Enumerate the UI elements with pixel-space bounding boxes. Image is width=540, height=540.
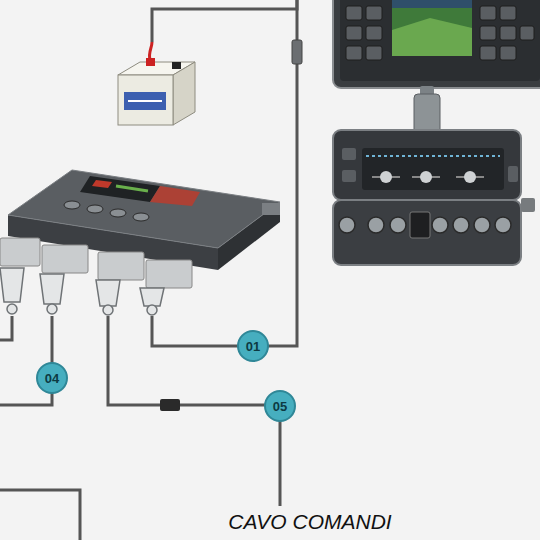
plug-ring bbox=[7, 304, 17, 314]
wire bbox=[0, 490, 80, 540]
screen-bar bbox=[392, 0, 472, 8]
negative-terminal bbox=[172, 62, 181, 69]
round-connector bbox=[495, 217, 511, 233]
round-connector bbox=[390, 217, 406, 233]
monitor bbox=[333, 0, 540, 88]
socket bbox=[42, 245, 88, 273]
round-connector bbox=[339, 217, 355, 233]
plug bbox=[96, 280, 120, 306]
plug bbox=[40, 274, 64, 304]
callout-circle bbox=[265, 391, 295, 421]
monitor-buttons bbox=[346, 6, 534, 60]
button bbox=[133, 213, 149, 221]
panel-bottom-box bbox=[333, 200, 521, 265]
button bbox=[110, 209, 126, 217]
button bbox=[480, 26, 496, 40]
panel-leds bbox=[366, 155, 500, 157]
callout-number: 01 bbox=[246, 340, 260, 353]
panel-plug bbox=[414, 94, 440, 134]
battery-side bbox=[173, 62, 195, 125]
plugs bbox=[0, 268, 164, 315]
round-connector bbox=[432, 217, 448, 233]
button bbox=[346, 46, 362, 60]
panel-button bbox=[342, 170, 356, 182]
plug-ring bbox=[47, 304, 57, 314]
round-connector bbox=[368, 217, 384, 233]
unit-buttons bbox=[64, 201, 149, 221]
button bbox=[500, 46, 516, 60]
battery bbox=[118, 42, 195, 125]
wires bbox=[0, 0, 297, 540]
round-connector bbox=[453, 217, 469, 233]
screen-field bbox=[392, 18, 472, 56]
monitor-frame bbox=[333, 0, 540, 88]
battery-stripe bbox=[128, 100, 162, 102]
button bbox=[480, 6, 496, 20]
control-unit bbox=[0, 170, 280, 315]
monitor-bezel bbox=[340, 0, 540, 81]
panel-top-box bbox=[333, 130, 521, 200]
knob bbox=[380, 171, 392, 183]
button bbox=[520, 26, 534, 40]
wire bbox=[51, 316, 54, 363]
callout-number: 05 bbox=[273, 400, 287, 413]
plug bbox=[0, 268, 24, 302]
unit-screen bbox=[80, 176, 160, 202]
panel-button bbox=[342, 148, 356, 160]
inline-connector bbox=[160, 399, 180, 411]
unit-top bbox=[8, 170, 280, 248]
button bbox=[366, 46, 382, 60]
battery-front bbox=[118, 75, 173, 125]
button bbox=[500, 26, 516, 40]
callout-circle bbox=[238, 331, 268, 361]
button bbox=[366, 26, 382, 40]
button bbox=[346, 6, 362, 20]
battery-label bbox=[124, 92, 166, 110]
side-plug bbox=[521, 198, 535, 212]
button bbox=[64, 201, 80, 209]
cable-label: CAVO COMANDI bbox=[228, 511, 391, 532]
plug-ring bbox=[103, 305, 113, 315]
button bbox=[87, 205, 103, 213]
knob bbox=[420, 171, 432, 183]
knob bbox=[464, 171, 476, 183]
round-connector bbox=[474, 217, 490, 233]
unit-badge bbox=[150, 186, 200, 206]
button bbox=[366, 6, 382, 20]
screen-green bbox=[116, 186, 148, 191]
inline-connector bbox=[292, 40, 302, 64]
power-wire bbox=[152, 316, 238, 346]
screen-red bbox=[92, 180, 112, 188]
unit-tab bbox=[262, 203, 280, 215]
button bbox=[480, 46, 496, 60]
panel-face bbox=[362, 148, 504, 190]
battery-wire bbox=[152, 0, 297, 42]
socket bbox=[0, 238, 40, 266]
control-panel bbox=[333, 86, 535, 265]
socket bbox=[146, 260, 192, 288]
callout-number: 04 bbox=[45, 372, 59, 385]
button bbox=[500, 6, 516, 20]
panel-button bbox=[508, 166, 518, 182]
callout-circles bbox=[37, 331, 295, 421]
wire bbox=[0, 316, 12, 340]
wire bbox=[0, 393, 52, 405]
command-wire bbox=[279, 421, 282, 506]
monitor-screen bbox=[392, 0, 472, 56]
plug bbox=[140, 288, 164, 306]
callout-circle bbox=[37, 363, 67, 393]
battery-cable bbox=[149, 42, 152, 60]
switch bbox=[410, 212, 430, 238]
button bbox=[346, 26, 362, 40]
command-wire bbox=[108, 316, 265, 405]
plug-ring bbox=[147, 305, 157, 315]
socket bbox=[98, 252, 144, 280]
